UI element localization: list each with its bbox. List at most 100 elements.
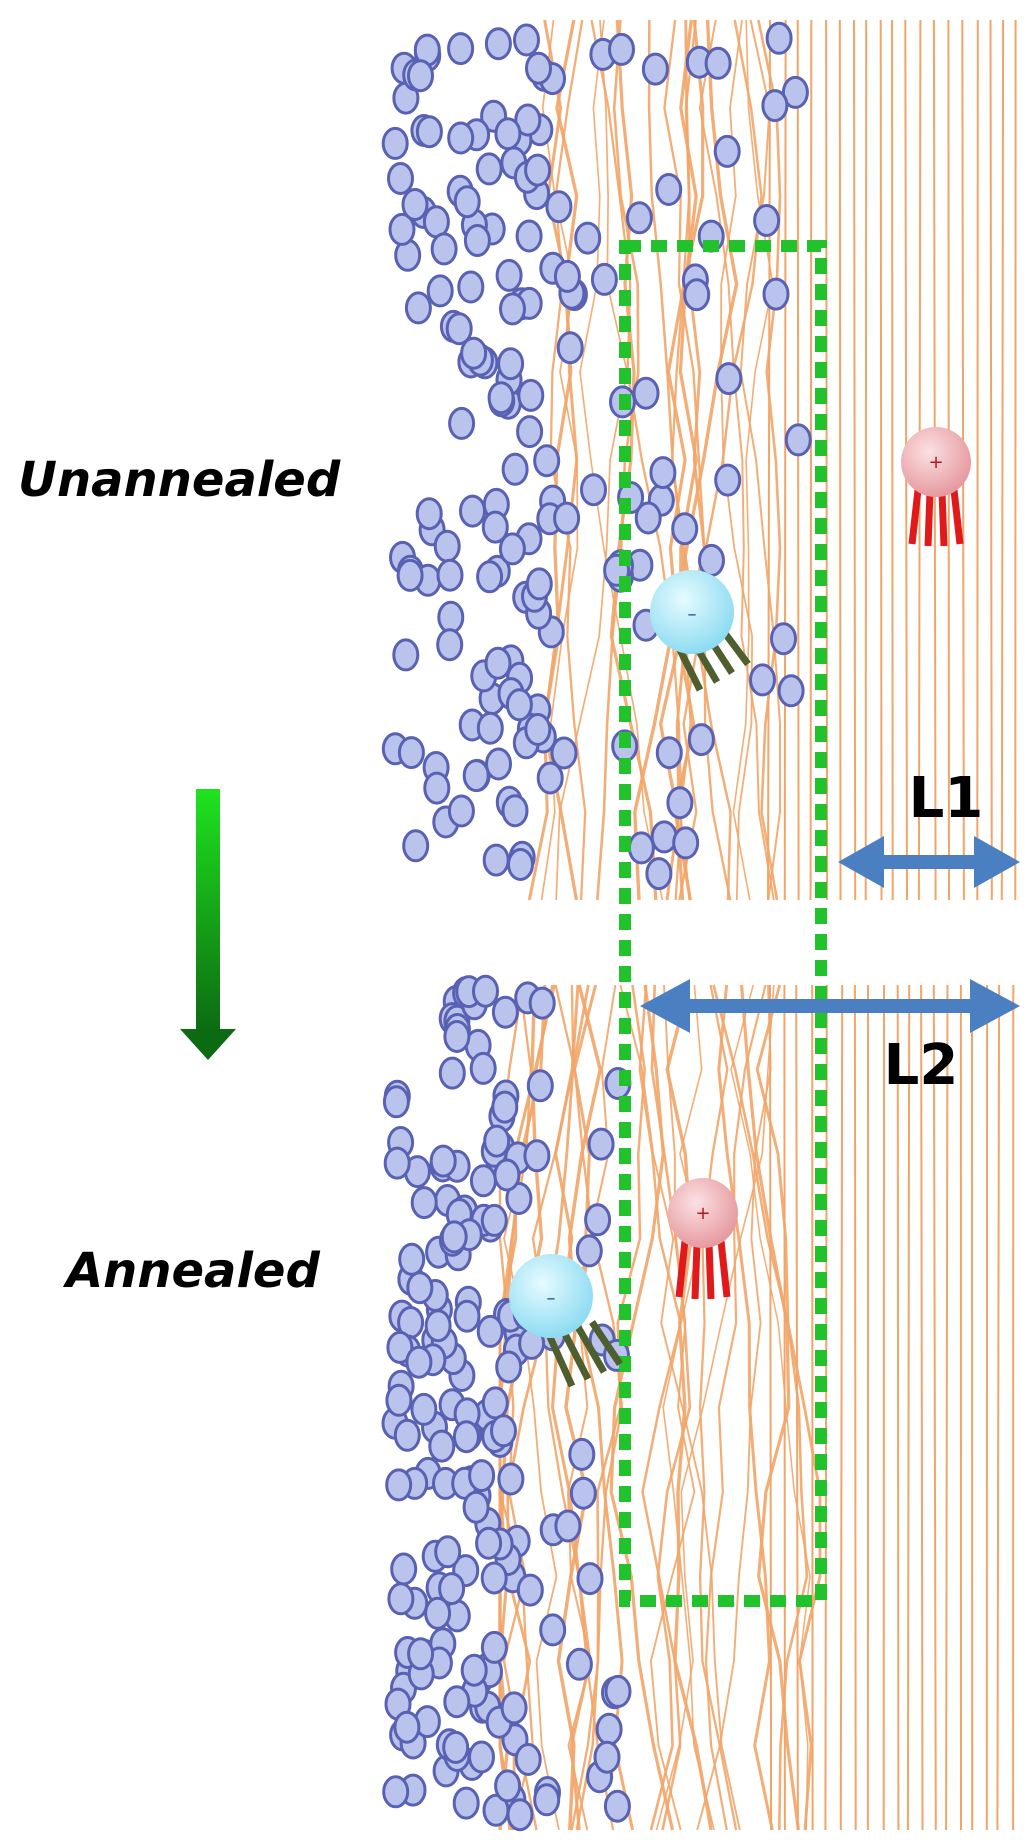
fiber (739, 19, 781, 901)
cation-icon: + (668, 1178, 738, 1300)
particle (406, 1271, 434, 1305)
particle (482, 843, 510, 877)
particle (415, 115, 443, 149)
particle (475, 1526, 503, 1560)
fiber (976, 19, 979, 901)
particle (514, 103, 542, 137)
particle (494, 1769, 522, 1803)
particle (480, 1630, 508, 1664)
fiber (879, 19, 883, 901)
particle (447, 121, 475, 155)
particle (765, 21, 793, 55)
particle (698, 543, 725, 577)
particle (397, 736, 425, 770)
anion-sign: – (688, 604, 697, 625)
label-unannealed: Unannealed (18, 452, 341, 508)
particle (476, 560, 504, 594)
fiber (665, 984, 713, 1831)
particle (484, 27, 512, 61)
particle (641, 52, 669, 86)
l1-arrow (838, 836, 1020, 888)
particle (392, 638, 420, 672)
particle (393, 1418, 421, 1452)
particle (407, 59, 434, 93)
particle (485, 747, 512, 781)
particle (587, 1127, 615, 1161)
particle (448, 406, 476, 440)
particle (382, 1775, 410, 1809)
particle (437, 600, 465, 634)
particle (443, 1020, 471, 1053)
particle (401, 188, 429, 221)
particle (459, 494, 486, 528)
fiber (864, 19, 868, 901)
fiber (932, 984, 937, 1831)
particle (452, 1420, 480, 1454)
particle (513, 23, 540, 57)
label-l2: L2 (884, 1033, 959, 1098)
particle (539, 1613, 567, 1647)
fiber (740, 984, 800, 1831)
particle (453, 1299, 481, 1333)
particle (524, 153, 552, 187)
particle (407, 1637, 435, 1671)
particle (568, 1437, 596, 1471)
particle (525, 51, 552, 85)
particle (443, 1685, 471, 1719)
label-annealed: Annealed (66, 1243, 320, 1299)
particle (453, 185, 481, 219)
particle (476, 711, 504, 745)
particle (704, 46, 732, 80)
particle (645, 857, 673, 891)
particle (634, 501, 662, 535)
particle (671, 512, 699, 546)
fiber (579, 19, 664, 901)
particle (569, 1476, 597, 1510)
particle (490, 1414, 517, 1448)
fiber (609, 984, 675, 1831)
particle (410, 1186, 438, 1220)
particle (713, 134, 741, 168)
particle (429, 1144, 457, 1178)
fiber (896, 984, 900, 1831)
particle (436, 558, 464, 592)
particle (436, 628, 464, 662)
fiber (891, 19, 894, 901)
label-l1: L1 (909, 766, 984, 831)
particle (438, 1056, 466, 1090)
particle (590, 262, 618, 296)
particle (402, 829, 430, 863)
particle (608, 32, 635, 66)
fiber (619, 984, 741, 1831)
fiber (633, 19, 739, 901)
particle (536, 761, 564, 795)
particle (574, 221, 602, 255)
particle (632, 376, 660, 410)
fiber (649, 984, 696, 1831)
highlight-box (619, 240, 827, 1607)
particle (515, 219, 543, 253)
fiber (783, 19, 787, 901)
fiber (809, 19, 813, 901)
particle (484, 646, 512, 680)
particle (462, 759, 490, 793)
particle (526, 1069, 554, 1103)
particle (595, 1712, 623, 1746)
particle (396, 558, 424, 592)
particle (655, 736, 683, 770)
particle (387, 1582, 415, 1616)
particle (655, 173, 683, 206)
particle (762, 277, 790, 311)
particle (627, 831, 655, 865)
fiber (838, 19, 842, 901)
particle (405, 1345, 433, 1379)
fiber (531, 984, 615, 1831)
particle (398, 1242, 426, 1276)
fiber (853, 984, 857, 1831)
particle (666, 786, 694, 820)
fiber (989, 19, 993, 901)
particle (457, 270, 485, 304)
particle (516, 1573, 544, 1607)
cation-icon: + (901, 427, 971, 547)
